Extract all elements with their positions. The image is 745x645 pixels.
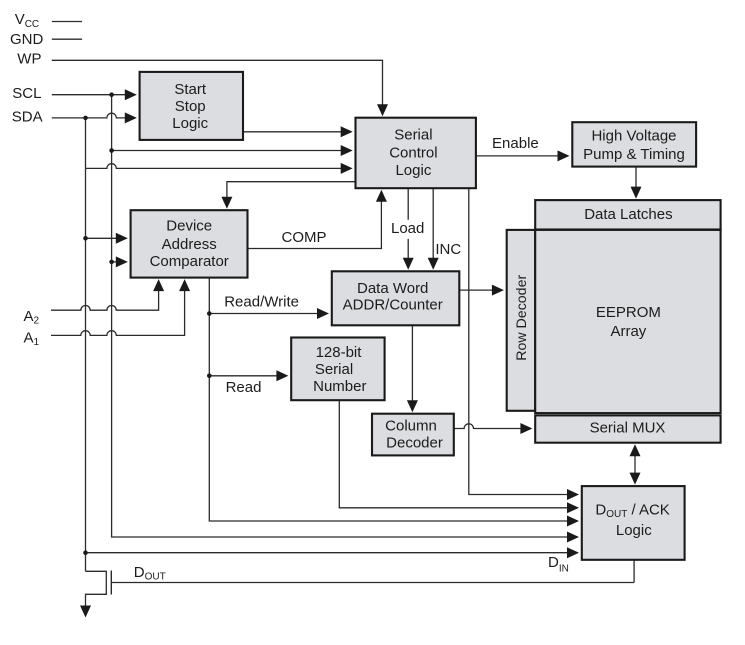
- svg-text:Stop: Stop: [175, 98, 206, 115]
- svg-text:Control: Control: [389, 145, 437, 162]
- svg-text:Number: Number: [313, 378, 366, 395]
- svg-text:GND: GND: [10, 31, 44, 48]
- svg-text:Row Decoder: Row Decoder: [514, 275, 530, 361]
- svg-text:Enable: Enable: [492, 135, 539, 152]
- svg-text:DOUT: DOUT: [134, 564, 166, 583]
- svg-text:Device: Device: [166, 217, 212, 234]
- svg-text:A1: A1: [24, 330, 40, 349]
- svg-text:ADDR/Counter: ADDR/Counter: [343, 297, 443, 314]
- svg-text:SDA: SDA: [12, 109, 43, 126]
- svg-text:Read: Read: [226, 379, 262, 396]
- svg-text:Decoder: Decoder: [386, 435, 443, 452]
- svg-text:Array: Array: [610, 323, 646, 340]
- svg-text:Serial: Serial: [394, 127, 432, 144]
- svg-text:Logic: Logic: [616, 522, 652, 539]
- svg-text:COMP: COMP: [282, 229, 327, 246]
- svg-text:128-bit: 128-bit: [316, 344, 363, 361]
- svg-text:Comparator: Comparator: [150, 253, 229, 270]
- svg-text:Start: Start: [174, 81, 207, 98]
- svg-text:VCC: VCC: [15, 11, 39, 30]
- svg-text:Pump & Timing: Pump & Timing: [583, 146, 685, 163]
- svg-text:Address: Address: [162, 236, 217, 253]
- svg-text:Logic: Logic: [395, 162, 431, 179]
- svg-text:A2: A2: [24, 308, 40, 327]
- svg-text:DIN: DIN: [548, 554, 569, 575]
- svg-text:Column: Column: [385, 417, 437, 434]
- svg-text:Data Word: Data Word: [357, 280, 428, 297]
- svg-text:SCL: SCL: [12, 85, 41, 102]
- svg-text:Serial: Serial: [315, 361, 353, 378]
- svg-text:Read/Write: Read/Write: [224, 293, 299, 310]
- svg-text:Load: Load: [391, 220, 424, 237]
- svg-text:Serial MUX: Serial MUX: [590, 419, 666, 436]
- svg-text:Data Latches: Data Latches: [584, 206, 672, 223]
- svg-text:Logic: Logic: [172, 115, 208, 132]
- svg-text:EEPROM: EEPROM: [596, 304, 661, 321]
- svg-text:INC: INC: [435, 241, 461, 258]
- svg-text:High Voltage: High Voltage: [591, 128, 676, 145]
- svg-text:WP: WP: [17, 50, 41, 67]
